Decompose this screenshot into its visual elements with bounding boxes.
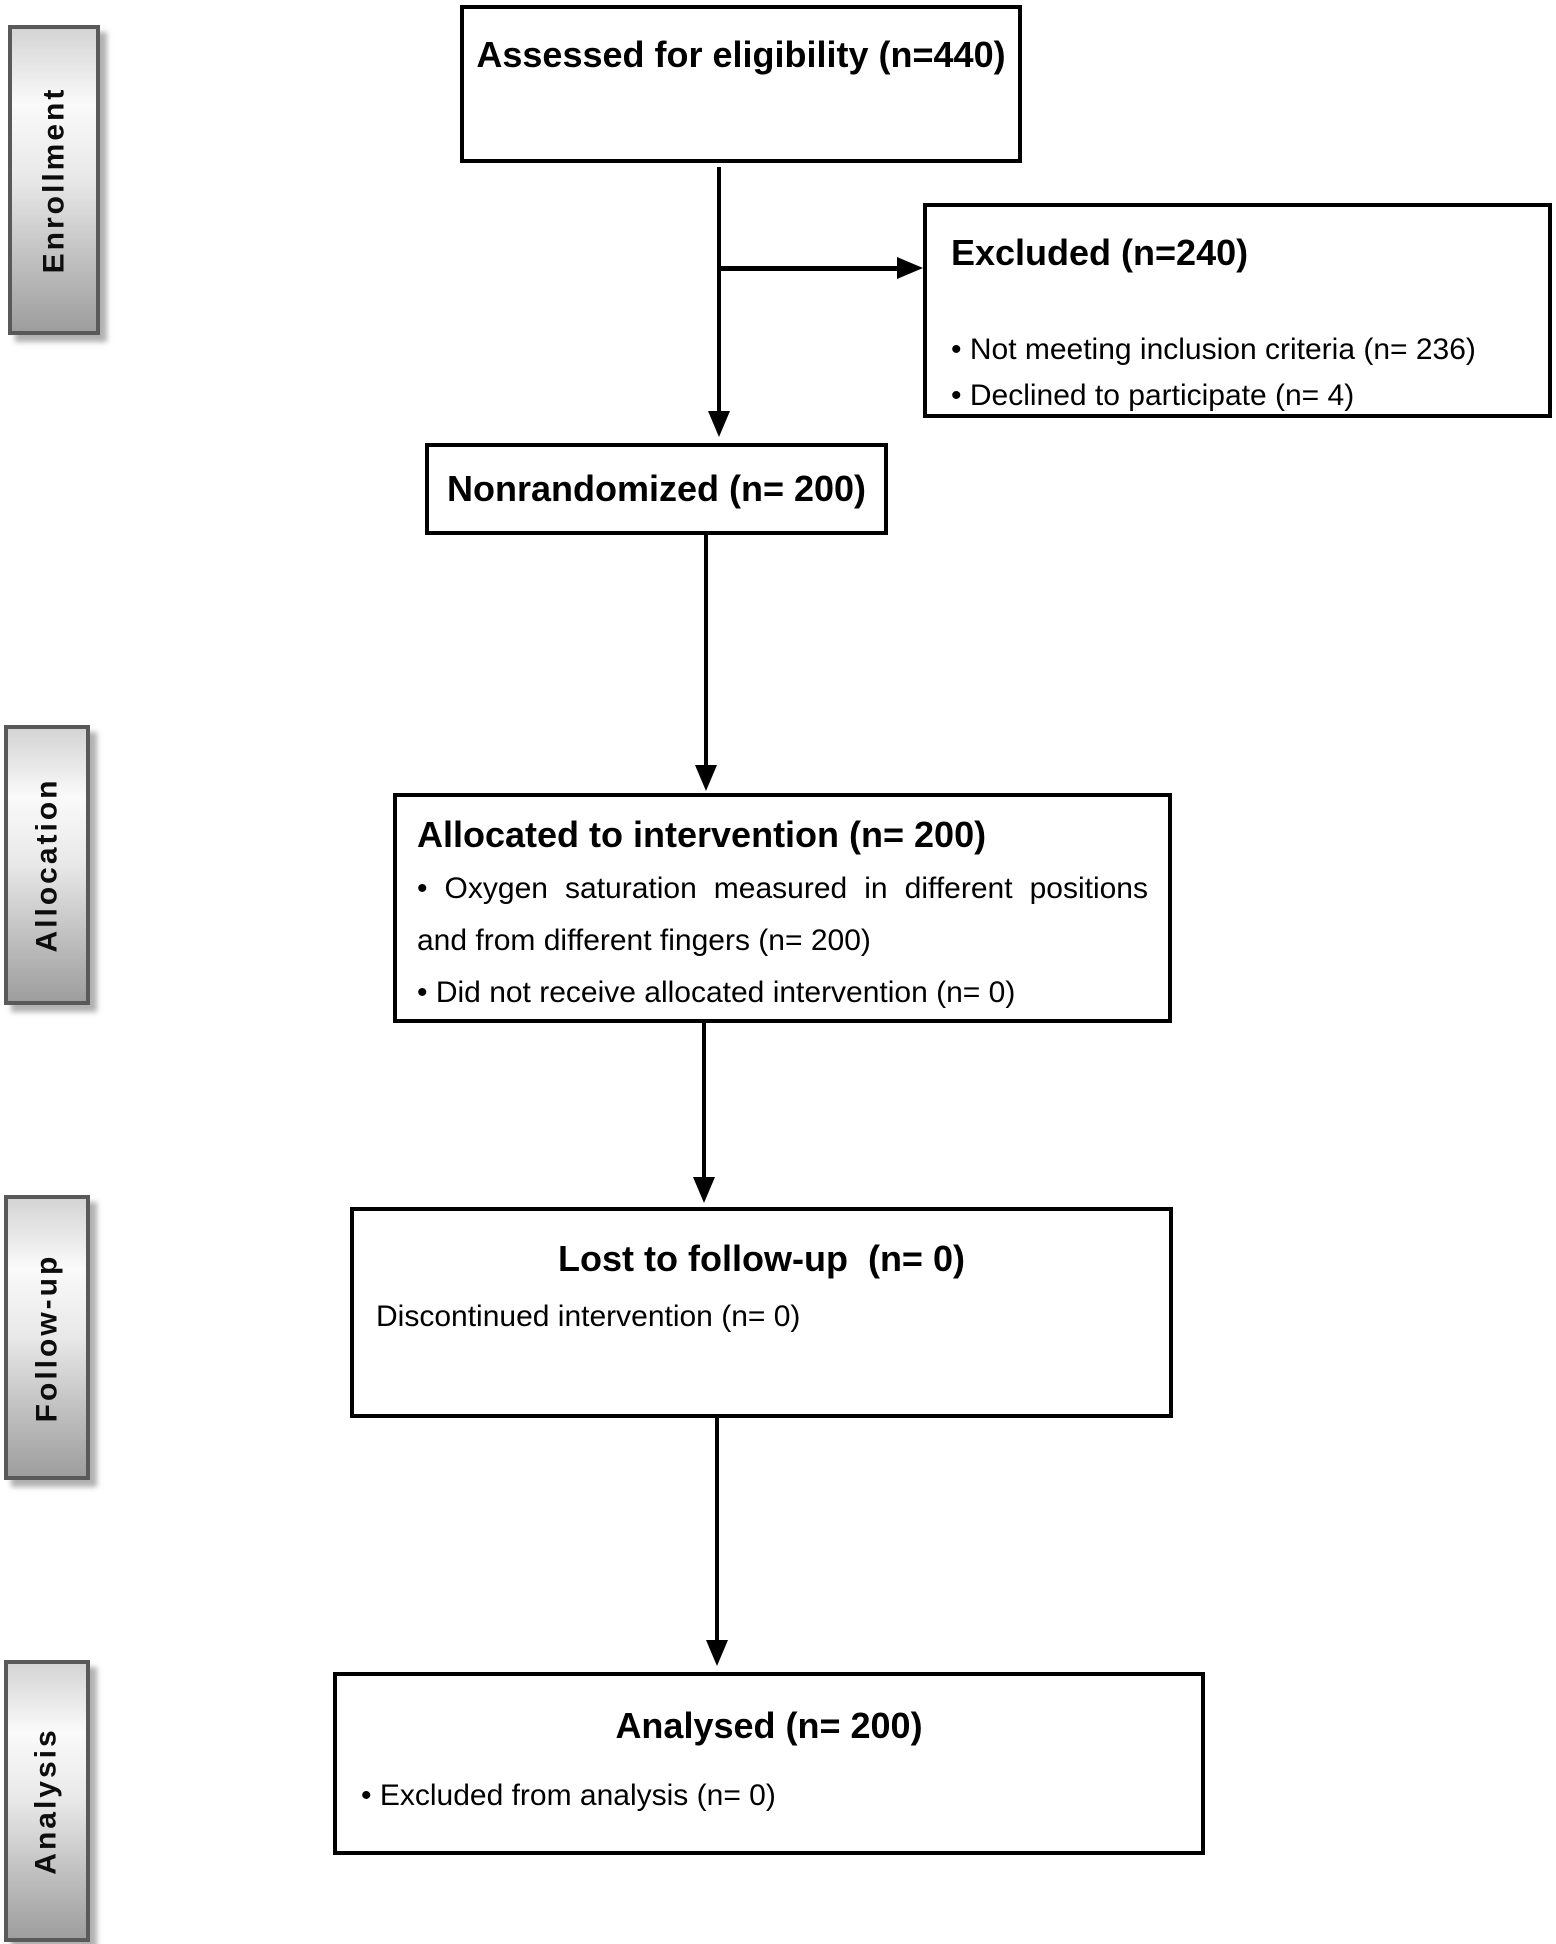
allocated-title: Allocated to intervention (n= 200) [417, 814, 987, 855]
excluded-bullet-list: • Not meeting inclusion criteria (n= 236… [951, 327, 1524, 419]
stage-label-enrollment: Enrollment [37, 86, 70, 274]
allocated-bullet-1-line-1: • Oxygen saturation measured in differen… [417, 872, 1148, 905]
flow-box-lost-to-followup: Lost to follow-up (n= 0) Discontinued in… [350, 1207, 1173, 1418]
allocated-bullet-1-line-2: and from different fingers (n= 200) [417, 924, 871, 957]
flow-box-allocated-to-intervention: Allocated to intervention (n= 200) • Oxy… [393, 793, 1172, 1023]
analysed-bullet: • Excluded from analysis (n= 0) [361, 1779, 776, 1812]
flow-box-analysed: Analysed (n= 200) • Excluded from analys… [333, 1672, 1205, 1855]
stage-tab-analysis: Analysis [4, 1660, 90, 1942]
connector-assessed-to-nonrandomized-line [717, 167, 721, 411]
followup-title: Lost to follow-up (n= 0) [558, 1238, 965, 1279]
allocated-bullet-list: • Oxygen saturation measured in differen… [417, 863, 1148, 1019]
connector-to-excluded-line [719, 266, 899, 271]
arrowhead-down-icon [693, 1177, 715, 1203]
analysed-title: Analysed (n= 200) [615, 1705, 923, 1746]
connector-allocated-to-followup-line [702, 1023, 706, 1177]
followup-body: Discontinued intervention (n= 0) [376, 1300, 801, 1333]
stage-tab-followup: Follow-up [4, 1195, 90, 1480]
flow-box-nonrandomized: Nonrandomized (n= 200) [425, 443, 888, 535]
flow-box-assessed-for-eligibility: Assessed for eligibility (n=440) [460, 5, 1022, 163]
arrowhead-down-icon [706, 1640, 728, 1666]
stage-label-allocation: Allocation [30, 777, 64, 953]
excluded-bullet-1: • Not meeting inclusion criteria (n= 236… [951, 333, 1476, 366]
arrowhead-right-icon [897, 257, 923, 279]
nonrandomized-title: Nonrandomized (n= 200) [446, 468, 867, 509]
stage-label-analysis: Analysis [30, 1727, 63, 1875]
stage-label-followup: Follow-up [30, 1253, 63, 1422]
connector-nonrandomized-to-allocated-line [704, 535, 708, 765]
arrowhead-down-icon [695, 765, 717, 791]
flow-box-excluded: Excluded (n=240) • Not meeting inclusion… [923, 203, 1552, 418]
excluded-title: Excluded (n=240) [951, 232, 1249, 273]
excluded-bullet-2: • Declined to participate (n= 4) [951, 379, 1355, 412]
connector-followup-to-analysed-line [715, 1418, 719, 1640]
arrowhead-down-icon [708, 411, 730, 437]
stage-tab-enrollment: Enrollment [8, 25, 100, 335]
allocated-bullet-2: • Did not receive allocated intervention… [417, 976, 1016, 1009]
stage-tab-allocation: Allocation [4, 725, 90, 1005]
assessed-title: Assessed for eligibility (n=440) [476, 34, 1006, 75]
